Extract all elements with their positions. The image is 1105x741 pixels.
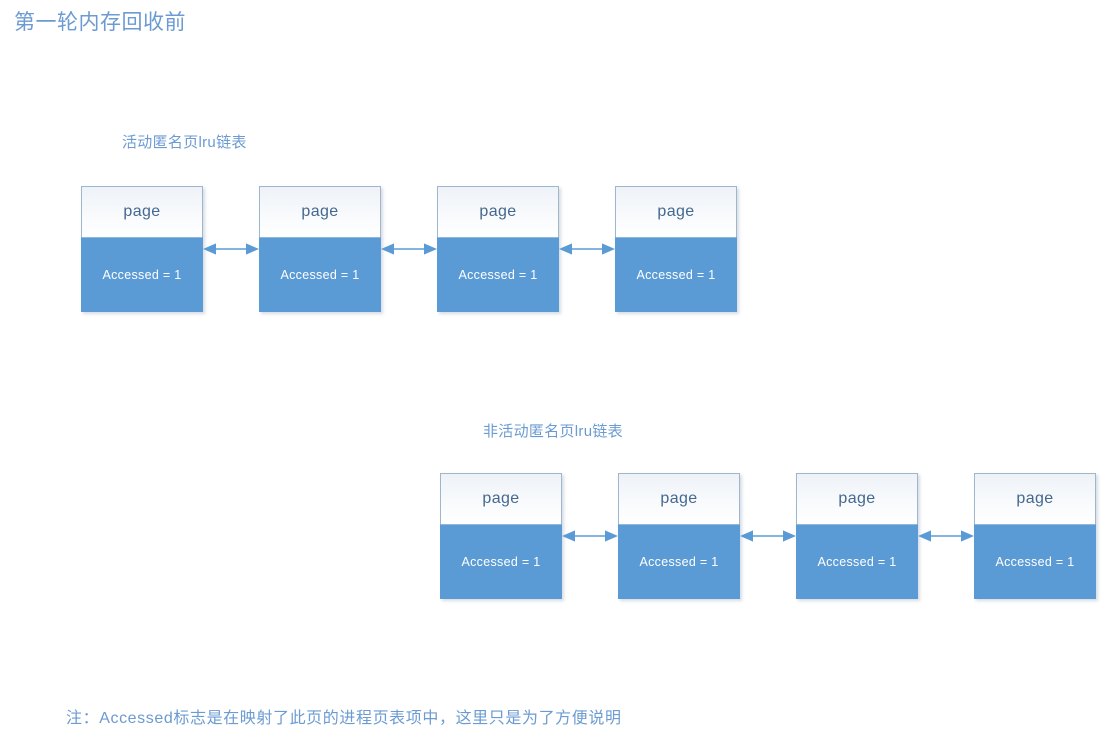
page-node: page Accessed = 1 [437, 186, 559, 312]
page-node-title: page [479, 203, 517, 220]
accessed-flag-text: Accessed = 1 [639, 554, 719, 569]
page-node: page Accessed = 1 [440, 473, 562, 599]
page-node: page Accessed = 1 [974, 473, 1096, 599]
page-node-body: Accessed = 1 [796, 524, 918, 599]
page-node-header: page [974, 473, 1096, 524]
page-node: page Accessed = 1 [796, 473, 918, 599]
page-node-title: page [301, 203, 339, 220]
page-node-body: Accessed = 1 [974, 524, 1096, 599]
accessed-flag-text: Accessed = 1 [995, 554, 1075, 569]
double-arrow-horizontal-icon [381, 186, 437, 312]
double-arrow-horizontal-icon [559, 186, 615, 312]
page-node-body: Accessed = 1 [259, 237, 381, 312]
page-node: page Accessed = 1 [615, 186, 737, 312]
page-node-title: page [482, 490, 520, 507]
page-node: page Accessed = 1 [259, 186, 381, 312]
page-node-header: page [437, 186, 559, 237]
page-node-header: page [259, 186, 381, 237]
footer-note: 注：Accessed标志是在映射了此页的进程页表项中，这里只是为了方便说明 [66, 710, 622, 727]
page-node-body: Accessed = 1 [437, 237, 559, 312]
page-node-header: page [618, 473, 740, 524]
page-node-header: page [796, 473, 918, 524]
page-node-title: page [838, 490, 876, 507]
page-node-body: Accessed = 1 [81, 237, 203, 312]
page-node-header: page [81, 186, 203, 237]
accessed-flag-text: Accessed = 1 [636, 267, 716, 282]
page-node-body: Accessed = 1 [618, 524, 740, 599]
page-node-title: page [660, 490, 698, 507]
page-title: 第一轮内存回收前 [14, 11, 186, 34]
inactive-lru-chain: page Accessed = 1 page Accessed = 1 page [440, 473, 1096, 599]
accessed-flag-text: Accessed = 1 [102, 267, 182, 282]
page-node-body: Accessed = 1 [615, 237, 737, 312]
page-node-header: page [440, 473, 562, 524]
page-node-title: page [1016, 490, 1054, 507]
double-arrow-horizontal-icon [203, 186, 259, 312]
double-arrow-horizontal-icon [740, 473, 796, 599]
page-node-title: page [123, 203, 161, 220]
page-node-title: page [657, 203, 695, 220]
page-node: page Accessed = 1 [81, 186, 203, 312]
active-lru-chain: page Accessed = 1 page Accessed = 1 page [81, 186, 737, 312]
accessed-flag-text: Accessed = 1 [461, 554, 541, 569]
accessed-flag-text: Accessed = 1 [280, 267, 360, 282]
page-node-body: Accessed = 1 [440, 524, 562, 599]
inactive-lru-list-label: 非活动匿名页lru链表 [483, 423, 623, 440]
active-lru-list-label: 活动匿名页lru链表 [122, 134, 247, 151]
accessed-flag-text: Accessed = 1 [817, 554, 897, 569]
page-node: page Accessed = 1 [618, 473, 740, 599]
accessed-flag-text: Accessed = 1 [458, 267, 538, 282]
double-arrow-horizontal-icon [562, 473, 618, 599]
page-node-header: page [615, 186, 737, 237]
double-arrow-horizontal-icon [918, 473, 974, 599]
